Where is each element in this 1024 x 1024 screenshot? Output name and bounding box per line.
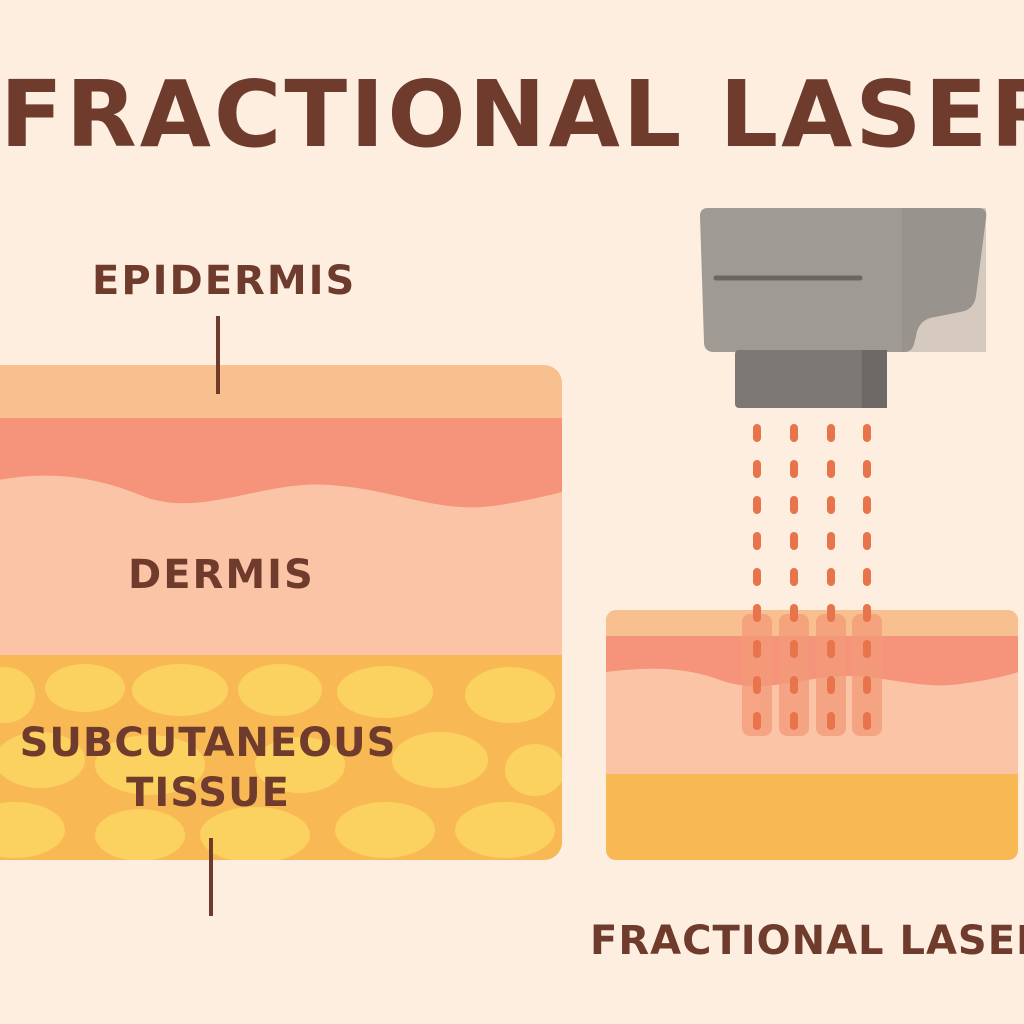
page-title: FRACTIONAL LASER (0, 60, 1024, 170)
subcutaneous-label-line1: SUBCUTANEOUS (8, 718, 408, 768)
subcutaneous-label: SUBCUTANEOUS TISSUE (8, 718, 408, 818)
device-caption: FRACTIONAL LASER (590, 918, 1024, 964)
device-head-shadow (862, 350, 887, 408)
device-body-shadow (902, 208, 986, 352)
laser-device (700, 208, 986, 408)
dermis-label: DERMIS (128, 552, 315, 598)
epidermis-label: EPIDERMIS (92, 258, 356, 304)
subcutaneous-label-line2: TISSUE (8, 768, 408, 818)
treated-skin-sample (606, 610, 1018, 860)
